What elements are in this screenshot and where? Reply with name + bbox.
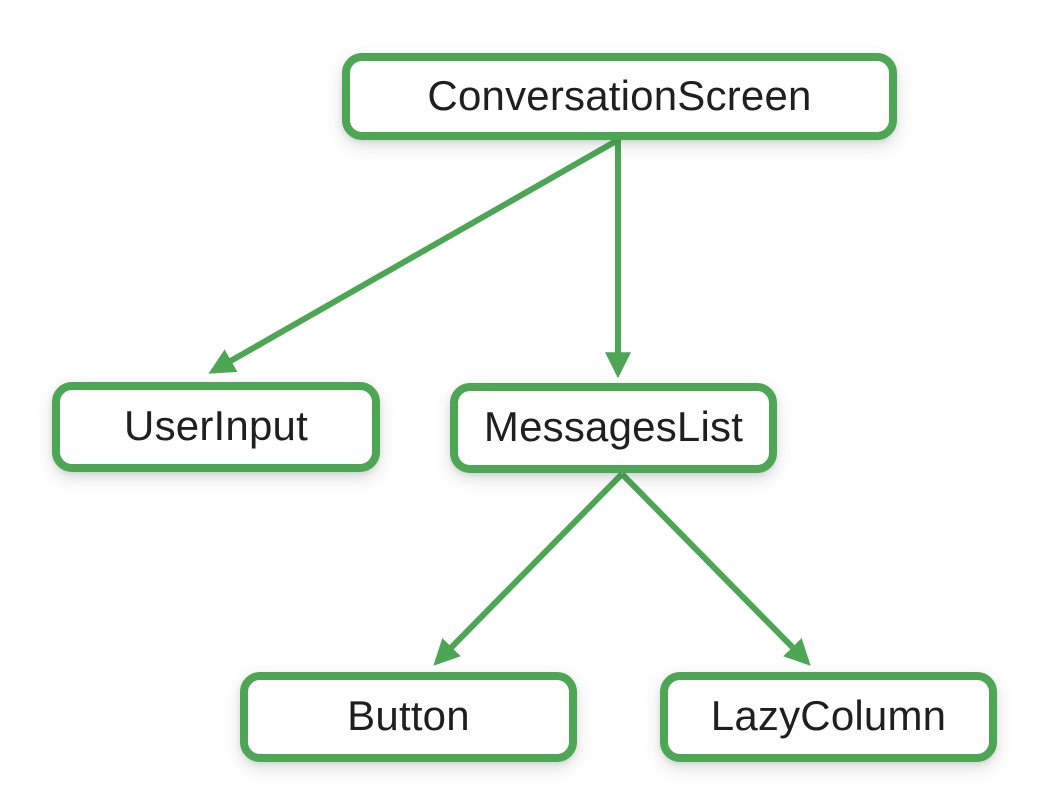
node-button-label: Button <box>347 692 470 739</box>
node-lazy-column: LazyColumn <box>660 672 997 762</box>
node-button: Button <box>240 672 577 762</box>
edge-messageslist-lazycolumn <box>619 471 811 666</box>
node-conversation-screen: ConversationScreen <box>342 53 897 140</box>
node-user-input-label: UserInput <box>124 402 308 449</box>
node-messages-list: MessagesList <box>450 383 777 473</box>
node-lazy-column-label: LazyColumn <box>710 692 947 739</box>
edge-messageslist-button <box>433 471 625 666</box>
node-conversation-screen-label: ConversationScreen <box>427 71 812 119</box>
node-messages-list-label: MessagesList <box>483 403 744 450</box>
node-user-input: UserInput <box>52 382 380 472</box>
edge-conversationscreen-userinput <box>208 137 620 374</box>
